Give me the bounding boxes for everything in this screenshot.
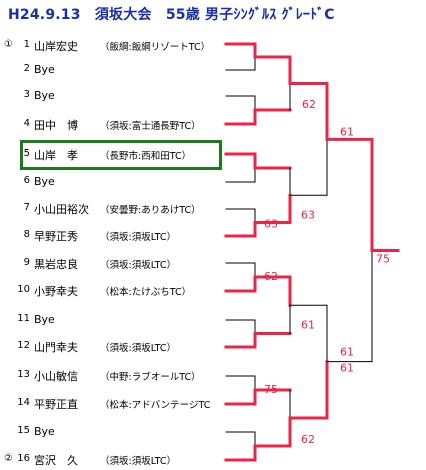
- player-team: （須坂:須坂LTC）: [100, 343, 177, 354]
- match-score: 62: [264, 270, 278, 283]
- player-name: Bye: [34, 313, 55, 326]
- player-row: 15 Bye: [0, 424, 226, 440]
- player-name: 山岸 孝: [34, 149, 78, 162]
- player-name: Bye: [34, 63, 55, 76]
- player-row: 8 早野正秀 （須坂:須坂LTC）: [0, 228, 226, 244]
- player-team: （須坂:富士通長野TC）: [100, 121, 201, 132]
- player-name: 小山田裕次: [34, 203, 89, 216]
- player-name: 小山敏信: [34, 370, 78, 383]
- player-row: 7 小山田裕次 （安曇野:ありあけTC）: [0, 201, 226, 217]
- player-team: （須坂:須坂LTC）: [100, 456, 177, 467]
- draw-number: 10: [17, 284, 30, 295]
- player-team: （中野:ラブオールTC）: [100, 372, 201, 383]
- player-name: 山岸宏史: [34, 40, 78, 53]
- player-team: （須坂:須坂LTC）: [100, 260, 177, 271]
- player-row: 12 山門幸夫 （須坂:須坂LTC）: [0, 339, 226, 355]
- player-row: 2 Bye: [0, 62, 226, 78]
- page-title: H24.9.13 須坂大会 55歳 男子ｼﾝｸﾞﾙｽ ｸﾞﾚｰﾄﾞC: [8, 7, 335, 23]
- player-name: 山門幸夫: [34, 341, 78, 354]
- player-team: （松本:アドバンテージTC: [100, 400, 211, 411]
- player-name: 早野正秀: [34, 230, 78, 243]
- player-team: （飯綱:飯綱リゾートTC）: [100, 42, 211, 53]
- player-name: 平野正直: [34, 398, 78, 411]
- match-score: 61: [340, 125, 354, 138]
- player-name: Bye: [34, 89, 55, 102]
- player-row: 6 Bye: [0, 174, 226, 190]
- match-score: 62: [302, 98, 316, 111]
- match-score: 61: [340, 362, 354, 375]
- player-row: 5 山岸 孝 （長野市:西和田TC）: [0, 147, 226, 163]
- player-team: （安曇野:ありあけTC）: [100, 205, 201, 216]
- draw-number: 11: [17, 313, 30, 324]
- player-team: （松本:たけぶちTC）: [100, 287, 192, 298]
- player-row: 4 田中 博 （須坂:富士通長野TC）: [0, 117, 226, 133]
- draw-number: 8: [23, 229, 30, 240]
- player-row: 3 Bye: [0, 88, 226, 104]
- draw-number: 3: [23, 89, 30, 100]
- match-score: 62: [301, 433, 315, 446]
- player-name: 黒岩忠良: [34, 258, 78, 271]
- player-team: （須坂:須坂LTC）: [100, 232, 177, 243]
- player-row: 10 小野幸夫 （松本:たけぶちTC）: [0, 283, 226, 299]
- player-name: 小野幸夫: [34, 285, 78, 298]
- draw-number: 14: [17, 397, 30, 408]
- player-row: 11 Bye: [0, 312, 226, 328]
- draw-number: 6: [23, 175, 30, 186]
- seed-mark: ②: [4, 453, 13, 464]
- player-name: Bye: [34, 425, 55, 438]
- draw-number: 5: [23, 148, 30, 159]
- match-score: 75: [264, 383, 278, 396]
- draw-number: 15: [17, 425, 30, 436]
- match-score: 75: [376, 253, 390, 266]
- player-row: 9 黒岩忠良 （須坂:須坂LTC）: [0, 256, 226, 272]
- highlight-box: [20, 140, 222, 170]
- player-row: ② 16 宮沢 久 （須坂:須坂LTC）: [0, 452, 226, 468]
- draw-number: 2: [23, 63, 30, 74]
- seed-mark: ①: [4, 39, 13, 50]
- draw-number: 1: [23, 39, 30, 50]
- player-name: Bye: [34, 175, 55, 188]
- player-name: 田中 博: [34, 119, 78, 132]
- match-score: 61: [340, 346, 354, 359]
- player-row: 14 平野正直 （松本:アドバンテージTC: [0, 396, 226, 412]
- draw-number: 9: [23, 257, 30, 268]
- draw-number: 12: [17, 340, 30, 351]
- match-score: 61: [301, 319, 315, 332]
- player-name: 宮沢 久: [34, 454, 78, 467]
- draw-number: 7: [23, 202, 30, 213]
- match-score: 63: [301, 209, 315, 222]
- draw-number: 16: [17, 453, 30, 464]
- draw-number: 13: [17, 369, 30, 380]
- player-row: 13 小山敏信 （中野:ラブオールTC）: [0, 368, 226, 384]
- match-score: 63: [264, 218, 278, 231]
- draw-number: 4: [23, 118, 30, 129]
- player-team: （長野市:西和田TC）: [100, 151, 192, 162]
